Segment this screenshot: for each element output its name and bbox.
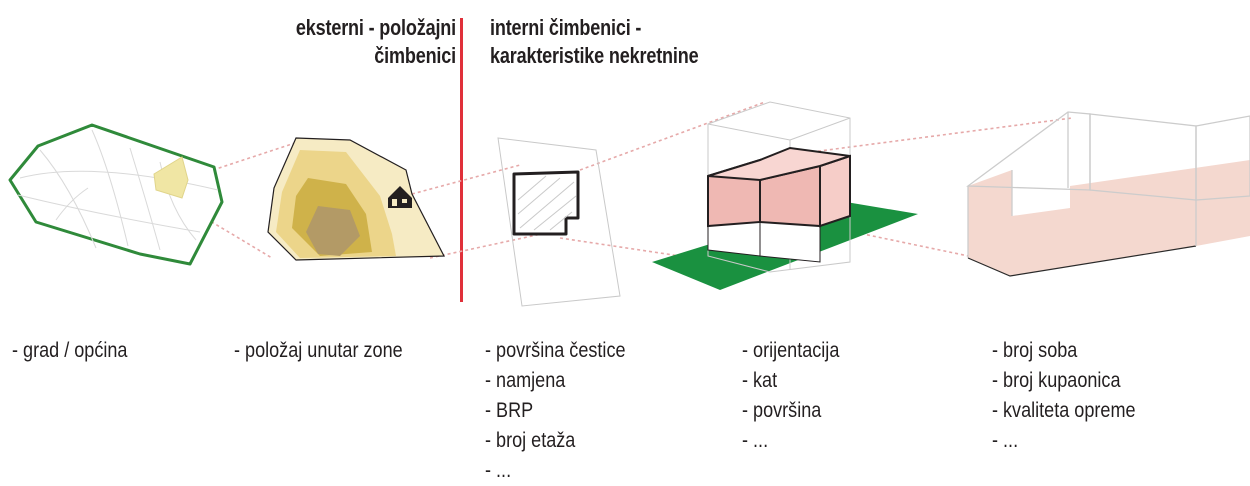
- list-item: - broj kupaonica: [992, 369, 1121, 392]
- internal-heading-line-2: karakteristike nekretnine: [490, 43, 699, 68]
- list-item: - broj soba: [992, 339, 1078, 362]
- plot-icon: [497, 137, 621, 307]
- list-item: - kvaliteta opreme: [992, 399, 1136, 422]
- list-item: - grad / općina: [12, 339, 128, 362]
- external-heading-line-2: čimbenici: [374, 43, 456, 68]
- list-item: - ...: [485, 459, 512, 482]
- city-map-icon: [8, 123, 224, 266]
- list-item: - ...: [992, 429, 1019, 452]
- column-plot: - površina čestice - namjena - BRP - bro…: [485, 336, 626, 486]
- list-item: - kat: [742, 369, 778, 392]
- list-item: - položaj unutar zone: [234, 339, 403, 362]
- internal-factors-heading: interni čimbenici - karakteristike nekre…: [490, 14, 785, 70]
- section-divider: [460, 18, 463, 302]
- list-item: - površina: [742, 399, 822, 422]
- column-apartment: - broj soba - broj kupaonica - kvaliteta…: [992, 336, 1136, 456]
- list-item: - ...: [742, 429, 769, 452]
- column-city: - grad / općina: [12, 336, 127, 366]
- house-icon: [388, 186, 412, 208]
- list-item: - orijentacija: [742, 339, 840, 362]
- building-icon: [652, 101, 918, 290]
- external-factors-heading: eksterni - položajni čimbenici: [246, 14, 456, 70]
- internal-heading-line-1: interni čimbenici -: [490, 15, 642, 40]
- list-item: - namjena: [485, 369, 566, 392]
- list-item: - broj etaža: [485, 429, 576, 452]
- zone-map-icon: [267, 137, 445, 261]
- column-building: - orijentacija - kat - površina - ...: [742, 336, 839, 456]
- diagram-illustration: [8, 101, 1250, 307]
- apartment-icon: [966, 111, 1250, 277]
- list-item: - površina čestice: [485, 339, 626, 362]
- column-zone: - položaj unutar zone: [234, 336, 403, 366]
- external-heading-line-1: eksterni - položajni: [295, 15, 456, 40]
- list-item: - BRP: [485, 399, 534, 422]
